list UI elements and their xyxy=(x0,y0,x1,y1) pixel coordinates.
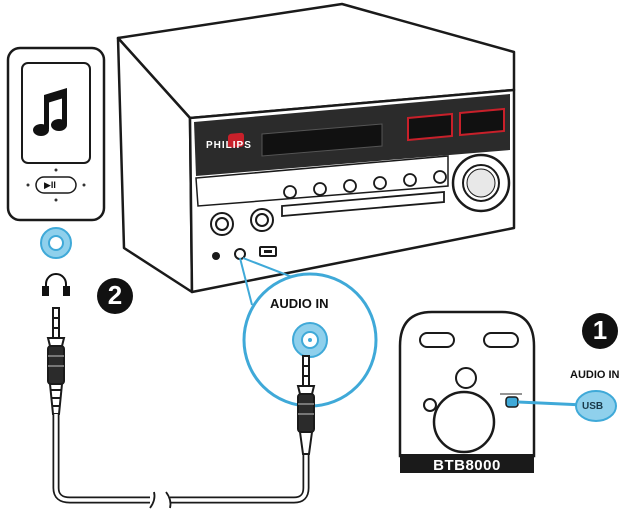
portable-player xyxy=(6,46,106,222)
audio-in-zoom xyxy=(239,257,378,408)
volume-knob xyxy=(451,153,511,213)
step-1-badge xyxy=(582,313,618,349)
btb8000-rear-panel xyxy=(398,310,536,473)
usb-callout xyxy=(575,390,617,422)
brand-label: PHILIPS xyxy=(206,140,252,151)
left-audio-plug xyxy=(46,307,66,415)
step-2-number: 2 xyxy=(107,280,123,310)
audio-in-zoom-label: AUDIO IN xyxy=(270,296,329,311)
model-label: BTB8000 xyxy=(433,457,501,474)
usb-port-icon xyxy=(259,246,277,257)
front-buttons xyxy=(283,170,447,199)
main-unit xyxy=(116,2,516,294)
usb-port-label: USB xyxy=(582,401,604,412)
right-audio-plug xyxy=(296,355,316,455)
music-note-icon xyxy=(33,88,67,136)
play-pause-label: ▶II xyxy=(44,180,56,190)
headphone-icon xyxy=(42,273,70,296)
audio-cable xyxy=(52,414,310,509)
step-1-number: 1 xyxy=(592,315,608,345)
audio-in-side-label: AUDIO IN xyxy=(570,369,620,381)
player-headphone-jack xyxy=(40,227,72,259)
step-2-badge xyxy=(97,278,133,314)
